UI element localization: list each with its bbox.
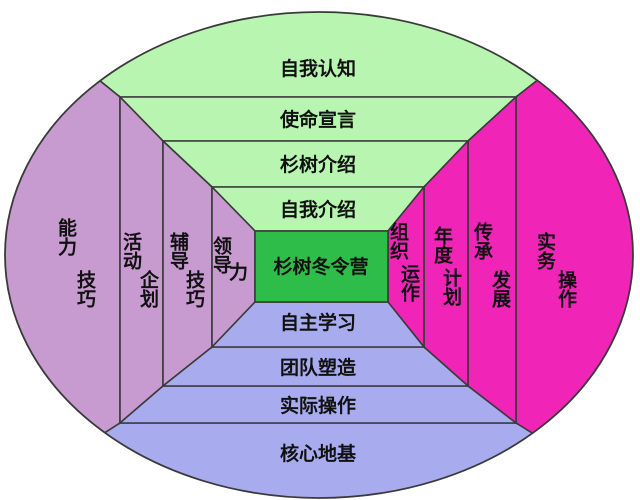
label-right-3: 年度 计划 xyxy=(431,225,462,306)
label-left-3: 辅导 技巧 xyxy=(167,231,205,308)
svg-text:技巧: 技巧 xyxy=(74,269,96,308)
label-center: 杉树冬令营 xyxy=(273,255,368,278)
label-top-2: 使命宣言 xyxy=(279,108,356,131)
svg-text:力: 力 xyxy=(226,261,248,282)
svg-text:能力: 能力 xyxy=(55,217,77,257)
ring2-right xyxy=(467,95,517,425)
center-box xyxy=(254,230,389,303)
svg-text:传承: 传承 xyxy=(471,221,494,260)
outer-top-region xyxy=(5,12,633,98)
svg-text:组织: 组织 xyxy=(387,221,409,261)
svg-text:活动: 活动 xyxy=(120,231,142,271)
svg-text:年度: 年度 xyxy=(431,225,453,265)
svg-text:技巧: 技巧 xyxy=(183,269,205,308)
svg-text:辅导: 辅导 xyxy=(167,231,189,270)
svg-text:操作: 操作 xyxy=(555,269,577,309)
label-top-4: 自我介绍 xyxy=(280,198,356,221)
label-right-1: 实务 操作 xyxy=(534,231,577,309)
svg-text:实务: 实务 xyxy=(534,231,556,270)
label-bottom-3: 团队塑造 xyxy=(280,356,357,379)
svg-text:运作: 运作 xyxy=(398,264,420,303)
label-right-4: 组织 运作 xyxy=(387,221,420,303)
label-left-1: 能力 技巧 xyxy=(55,217,96,308)
label-left-4: 领导 力 xyxy=(210,235,248,282)
label-bottom-1: 核心地基 xyxy=(280,442,357,465)
svg-text:发展: 发展 xyxy=(489,269,512,309)
label-top-3: 杉树介绍 xyxy=(280,153,356,176)
svg-text:企划: 企划 xyxy=(137,269,160,308)
svg-text:计划: 计划 xyxy=(440,268,462,306)
label-bottom-4: 自主学习 xyxy=(280,311,356,334)
svg-text:领导: 领导 xyxy=(210,235,232,274)
label-top-1: 自我认知 xyxy=(280,57,356,80)
label-left-2: 活动 企划 xyxy=(120,231,160,308)
label-bottom-2: 实际操作 xyxy=(280,394,356,417)
label-right-2: 传承 发展 xyxy=(471,221,512,309)
